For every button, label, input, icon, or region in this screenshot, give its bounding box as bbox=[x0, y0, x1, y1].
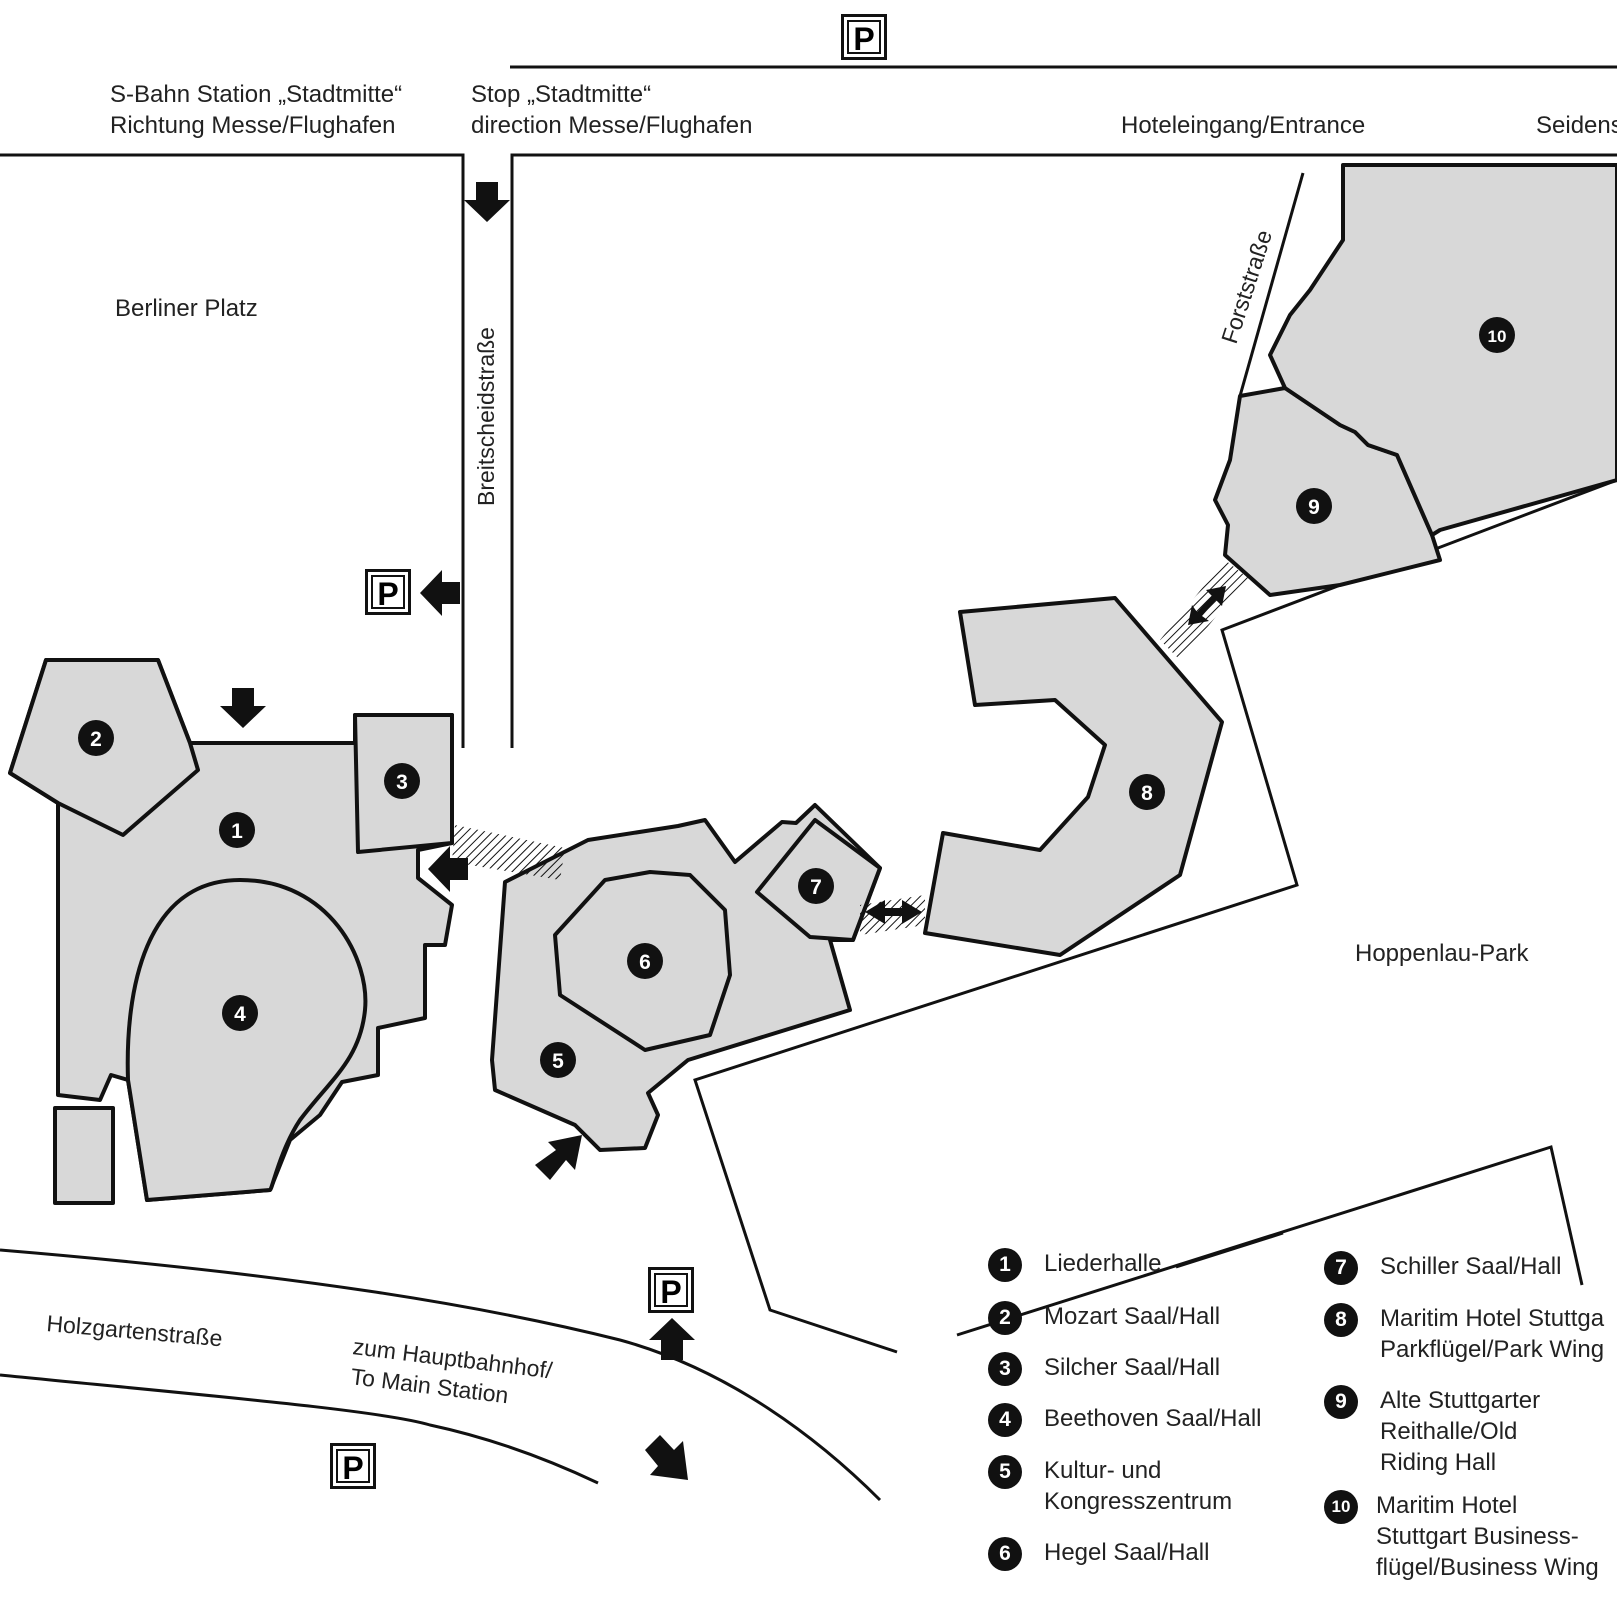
legend-text-3: Silcher Saal/Hall bbox=[1044, 1354, 1221, 1381]
marker-6: 6 bbox=[627, 943, 663, 979]
building-markers: 1 2 3 4 5 6 7 8 9 10 bbox=[78, 317, 1515, 1078]
double-arrow-icon bbox=[1188, 586, 1226, 625]
marker-7: 7 bbox=[798, 868, 834, 904]
building-annex bbox=[53, 1106, 115, 1205]
arrow-down-icon bbox=[220, 688, 266, 728]
label-hoppenlau-park: Hoppenlau-Park bbox=[1355, 940, 1529, 967]
buildings bbox=[8, 163, 1617, 1205]
parking-sign-icon: P bbox=[365, 569, 411, 615]
marker-1-label: 1 bbox=[231, 820, 243, 843]
walkway-1-5 bbox=[452, 825, 565, 880]
marker-10: 10 bbox=[1479, 317, 1515, 353]
label-berliner-platz: Berliner Platz bbox=[115, 295, 258, 322]
label-stop-stadtmitte: Stop „Stadtmitte“ direction Messe/Flugha… bbox=[471, 81, 753, 139]
legend-text-8: Maritim Hotel Stuttga Parkflügel/Park Wi… bbox=[1380, 1305, 1605, 1363]
entrance-arrows bbox=[220, 182, 1226, 1480]
building-beethoven bbox=[125, 878, 368, 1202]
legend-num-9: 9 bbox=[1324, 1385, 1358, 1419]
parking-sign-icon: P bbox=[330, 1443, 376, 1489]
label-seidenstrasse: Seidens bbox=[1536, 112, 1617, 139]
marker-4: 4 bbox=[222, 995, 258, 1031]
marker-7-label: 7 bbox=[810, 876, 822, 899]
building-maritim-park bbox=[923, 596, 1224, 957]
marker-6-label: 6 bbox=[639, 951, 651, 974]
legend-text-5: Kultur- und Kongresszentrum bbox=[1044, 1457, 1233, 1515]
label-breitscheidstrasse: Breitscheidstraße bbox=[473, 327, 499, 506]
marker-8-label: 8 bbox=[1141, 782, 1153, 805]
marker-1: 1 bbox=[219, 812, 255, 848]
legend-num-8: 8 bbox=[1324, 1303, 1358, 1337]
marker-9-label: 9 bbox=[1308, 496, 1320, 519]
legend-num-1: 1 bbox=[988, 1248, 1022, 1282]
arrow-up-right-icon bbox=[535, 1135, 582, 1180]
marker-10-label: 10 bbox=[1488, 327, 1507, 346]
arrow-left-icon bbox=[420, 570, 460, 616]
arrow-down-icon bbox=[464, 182, 510, 222]
legend-num-10: 10 bbox=[1324, 1490, 1358, 1524]
parking-sign-icon: P bbox=[648, 1267, 694, 1313]
marker-3-label: 3 bbox=[396, 771, 408, 794]
legend-text-6: Hegel Saal/Hall bbox=[1044, 1539, 1210, 1566]
legend-text-9: Alte Stuttgarter Reithalle/Old Riding Ha… bbox=[1380, 1387, 1541, 1476]
legend-num-7: 7 bbox=[1324, 1251, 1358, 1285]
legend-num-5: 5 bbox=[988, 1455, 1022, 1489]
marker-2: 2 bbox=[78, 720, 114, 756]
label-hotel-entrance: Hoteleingang/Entrance bbox=[1121, 112, 1366, 139]
marker-2-label: 2 bbox=[90, 728, 102, 751]
label-forststrasse: Forststraße bbox=[1216, 227, 1277, 347]
label-holzgartenstrasse: Holzgartenstraße bbox=[46, 1310, 224, 1351]
marker-5: 5 bbox=[540, 1042, 576, 1078]
arrow-left-icon bbox=[428, 846, 468, 892]
label-sbahn-station: S-Bahn Station „Stadtmitte“ Richtung Mes… bbox=[110, 81, 403, 139]
legend-text-2: Mozart Saal/Hall bbox=[1044, 1303, 1221, 1330]
legend-num-3: 3 bbox=[988, 1352, 1022, 1386]
legend-text-7: Schiller Saal/Hall bbox=[1380, 1253, 1562, 1280]
parking-sign-icon: P bbox=[841, 14, 887, 60]
street-lines bbox=[0, 65, 1617, 1502]
marker-9: 9 bbox=[1296, 488, 1332, 524]
legend-num-4: 4 bbox=[988, 1403, 1022, 1437]
double-arrow-icon bbox=[865, 900, 922, 924]
legend-text-1: Liederhalle bbox=[1044, 1250, 1162, 1277]
marker-5-label: 5 bbox=[552, 1050, 564, 1073]
arrow-up-icon bbox=[649, 1318, 695, 1360]
legend-num-6: 6 bbox=[988, 1537, 1022, 1571]
arrow-down-right-icon bbox=[645, 1435, 688, 1480]
legend-text-4: Beethoven Saal/Hall bbox=[1044, 1405, 1262, 1432]
marker-8: 8 bbox=[1129, 774, 1165, 810]
marker-3: 3 bbox=[384, 763, 420, 799]
legend-text-10: Maritim Hotel Stuttgart Business- flügel… bbox=[1376, 1492, 1599, 1581]
legend-num-2: 2 bbox=[988, 1301, 1022, 1335]
marker-4-label: 4 bbox=[234, 1003, 246, 1026]
building-business-wing bbox=[1268, 163, 1617, 537]
